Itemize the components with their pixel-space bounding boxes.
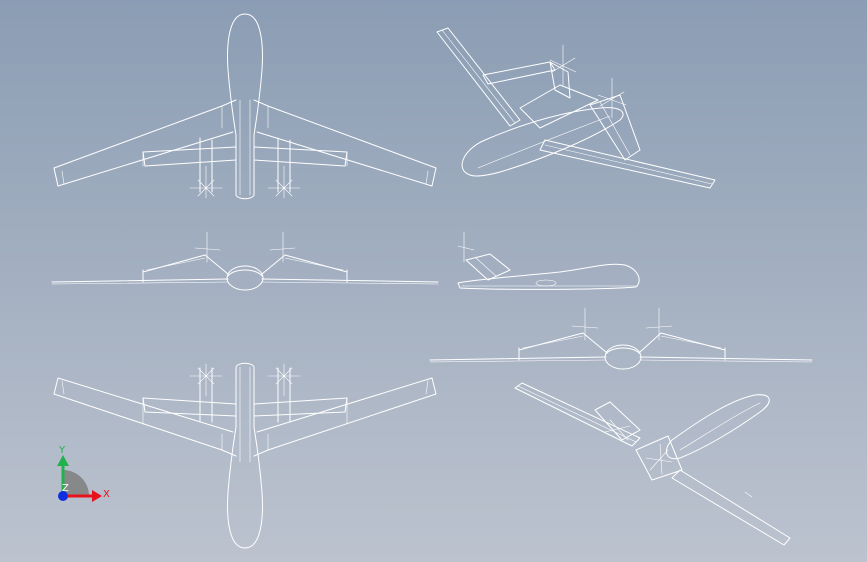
isometric-view-upper[interactable] (436, 27, 716, 189)
z-axis-label: Z (62, 483, 69, 494)
front-view[interactable] (51, 231, 439, 291)
side-view[interactable] (457, 231, 640, 290)
isometric-view-lower[interactable] (514, 382, 791, 546)
y-axis-label: Y (58, 445, 66, 456)
x-axis-label: X (103, 489, 110, 500)
top-view[interactable] (53, 13, 437, 200)
coordinate-triad: Y X Z (57, 445, 110, 502)
triad-plane (63, 470, 89, 496)
bottom-view[interactable] (53, 362, 437, 549)
z-axis-dot (58, 491, 68, 501)
rear-view[interactable] (429, 307, 813, 370)
y-axis-arrow (57, 455, 69, 466)
x-axis-arrow (92, 490, 102, 502)
